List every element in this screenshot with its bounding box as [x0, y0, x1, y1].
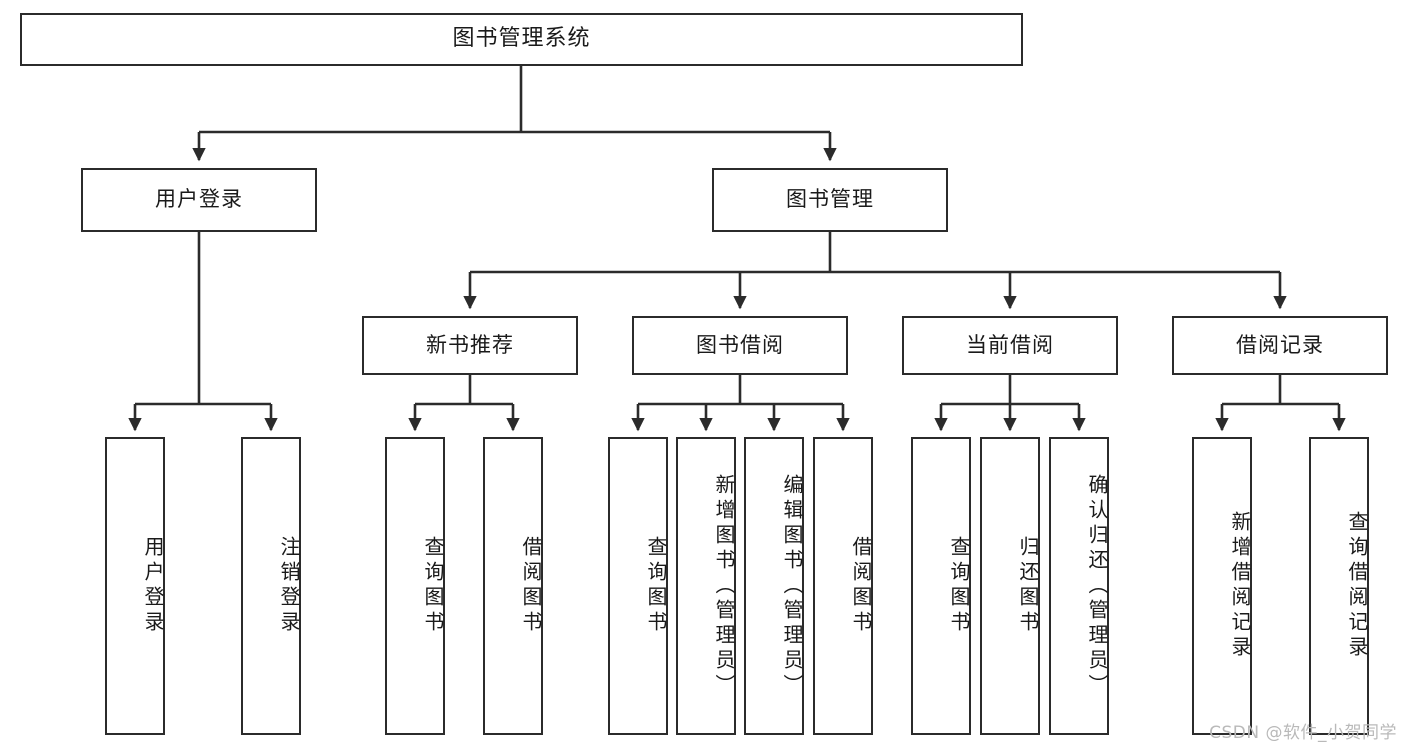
node-leaf-query-borrow-record[interactable]: 查询借阅记录 [1309, 437, 1369, 735]
node-label: 借阅图书 [849, 536, 873, 636]
node-leaf-edit-book[interactable]: 编辑图书（管理员） [744, 437, 804, 735]
node-label: 查询借阅记录 [1345, 511, 1369, 661]
node-label: 注销登录 [277, 536, 301, 636]
node-label: 归还图书 [1016, 536, 1040, 636]
node-label: 图书管理 [786, 187, 874, 212]
node-label: 查询图书 [421, 536, 445, 636]
node-leaf-query-book-3[interactable]: 查询图书 [911, 437, 971, 735]
node-leaf-borrow-book-2[interactable]: 借阅图书 [813, 437, 873, 735]
node-user-login[interactable]: 用户登录 [81, 168, 317, 232]
node-new-book-recommend[interactable]: 新书推荐 [362, 316, 578, 375]
watermark-text: CSDN @软件_小贺同学 [1209, 723, 1397, 743]
node-book-manage[interactable]: 图书管理 [712, 168, 948, 232]
node-label: 图书借阅 [696, 332, 784, 357]
node-label: 当前借阅 [966, 332, 1054, 357]
node-leaf-user-login[interactable]: 用户登录 [105, 437, 165, 735]
node-leaf-add-borrow-record[interactable]: 新增借阅记录 [1192, 437, 1252, 735]
node-leaf-query-book-2[interactable]: 查询图书 [608, 437, 668, 735]
node-label: 新增借阅记录 [1228, 511, 1252, 661]
node-leaf-query-book-1[interactable]: 查询图书 [385, 437, 445, 735]
node-label: 借阅记录 [1236, 332, 1324, 357]
node-label: 新增图书（管理员） [712, 473, 736, 699]
node-label: 借阅图书 [519, 536, 543, 636]
node-label: 图书管理系统 [452, 26, 591, 52]
node-label: 查询图书 [947, 536, 971, 636]
node-leaf-logout-login[interactable]: 注销登录 [241, 437, 301, 735]
node-label: 编辑图书（管理员） [780, 473, 804, 699]
node-leaf-borrow-book-1[interactable]: 借阅图书 [483, 437, 543, 735]
node-current-borrow[interactable]: 当前借阅 [902, 316, 1118, 375]
node-leaf-confirm-return[interactable]: 确认归还（管理员） [1049, 437, 1109, 735]
node-label: 确认归还（管理员） [1085, 473, 1109, 699]
node-label: 用户登录 [141, 536, 165, 636]
node-book-borrow[interactable]: 图书借阅 [632, 316, 848, 375]
node-label: 查询图书 [644, 536, 668, 636]
node-root-book-management-system[interactable]: 图书管理系统 [20, 13, 1023, 66]
node-label: 用户登录 [155, 187, 243, 212]
node-leaf-add-book[interactable]: 新增图书（管理员） [676, 437, 736, 735]
node-label: 新书推荐 [426, 332, 514, 357]
node-borrow-record[interactable]: 借阅记录 [1172, 316, 1388, 375]
node-leaf-return-book[interactable]: 归还图书 [980, 437, 1040, 735]
